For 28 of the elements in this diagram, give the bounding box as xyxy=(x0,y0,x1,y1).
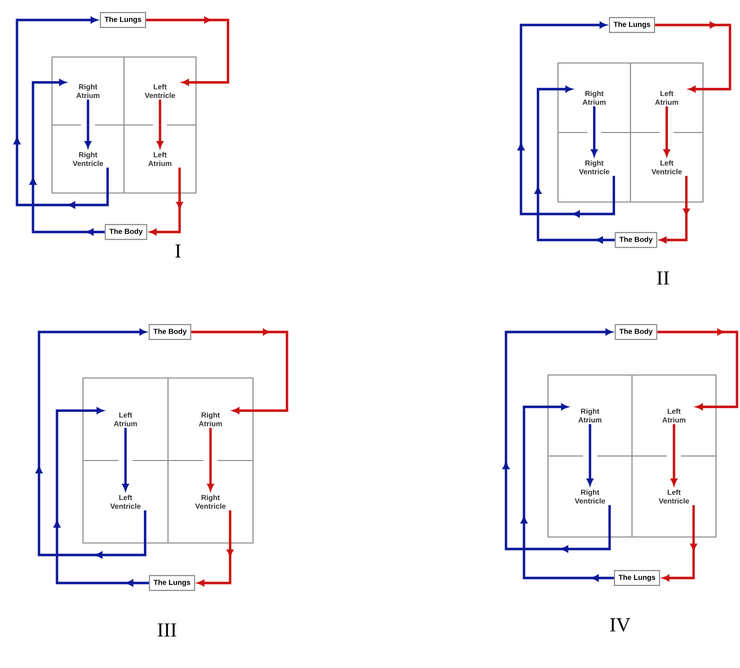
arrow xyxy=(520,404,614,582)
arrow xyxy=(502,328,612,552)
arrow xyxy=(150,168,183,236)
arrow xyxy=(54,407,149,586)
arrow xyxy=(84,100,92,148)
arrow xyxy=(518,22,616,218)
panel-number: IV xyxy=(610,618,630,632)
arrow xyxy=(657,328,738,410)
arrow xyxy=(36,328,146,558)
arrow xyxy=(156,100,164,148)
arrow xyxy=(662,505,697,582)
panel-number: III xyxy=(158,623,176,637)
arrow xyxy=(146,16,230,86)
arrow xyxy=(122,428,129,491)
arrow xyxy=(198,510,234,586)
arrow xyxy=(591,106,598,156)
arrow xyxy=(586,424,594,486)
panel-number: I xyxy=(175,244,181,258)
arrow xyxy=(655,22,732,92)
arrow xyxy=(660,176,690,244)
arrow xyxy=(14,16,109,208)
arrow xyxy=(207,428,214,491)
arrow xyxy=(670,424,678,486)
arrow xyxy=(534,86,615,244)
arrow xyxy=(191,328,288,414)
panel-number: II xyxy=(657,271,669,285)
arrow xyxy=(664,106,670,156)
arrow xyxy=(30,79,105,236)
